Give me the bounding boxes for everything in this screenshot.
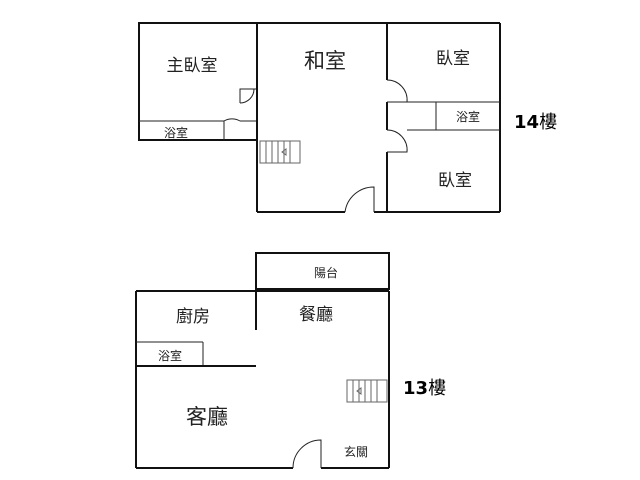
bathroom-right-label: 浴室 (456, 109, 480, 124)
floor13-stairs (346, 379, 388, 403)
entrance-door-swing (292, 439, 322, 469)
floor-14-label: 14樓 (514, 112, 557, 133)
floor-13-number: 13 (403, 378, 428, 399)
bathroom-left-door-swing (223, 118, 241, 122)
bathroom-label: 浴室 (158, 348, 182, 363)
floor-13-plan: 陽台 廚房 餐廳 浴室 客廳 玄關 13樓 (135, 252, 446, 469)
bedroom-top-label: 臥室 (436, 49, 470, 69)
master-bedroom-door-swing (239, 88, 255, 104)
bathroom-left-label: 浴室 (164, 125, 188, 140)
dining-room-label: 餐廳 (299, 305, 333, 325)
floor-13-label: 13樓 (403, 378, 446, 399)
floor-14-number: 14 (514, 112, 539, 133)
entrance-label: 玄關 (344, 444, 368, 459)
balcony-walls (255, 252, 390, 290)
tatami-room-door-swing (344, 186, 375, 213)
master-bedroom-walls (138, 22, 258, 141)
bedroom-top-door-swing (386, 79, 408, 103)
kitchen-label: 廚房 (176, 306, 210, 327)
floor-14-unit: 樓 (539, 112, 557, 133)
floor-13-unit: 樓 (428, 378, 446, 399)
floor14-stairs (259, 140, 301, 164)
tatami-room-label: 和室 (304, 49, 346, 73)
master-bedroom-label: 主臥室 (167, 56, 218, 76)
bedroom-bottom-door-swing (386, 129, 408, 153)
bedroom-bottom-label: 臥室 (438, 171, 472, 191)
living-room-label: 客廳 (186, 405, 228, 429)
balcony-label: 陽台 (314, 265, 338, 280)
floor-14-plan: 主臥室 浴室 和室 臥室 浴室 臥室 14樓 (138, 22, 557, 213)
master-bedroom-door (239, 88, 257, 103)
